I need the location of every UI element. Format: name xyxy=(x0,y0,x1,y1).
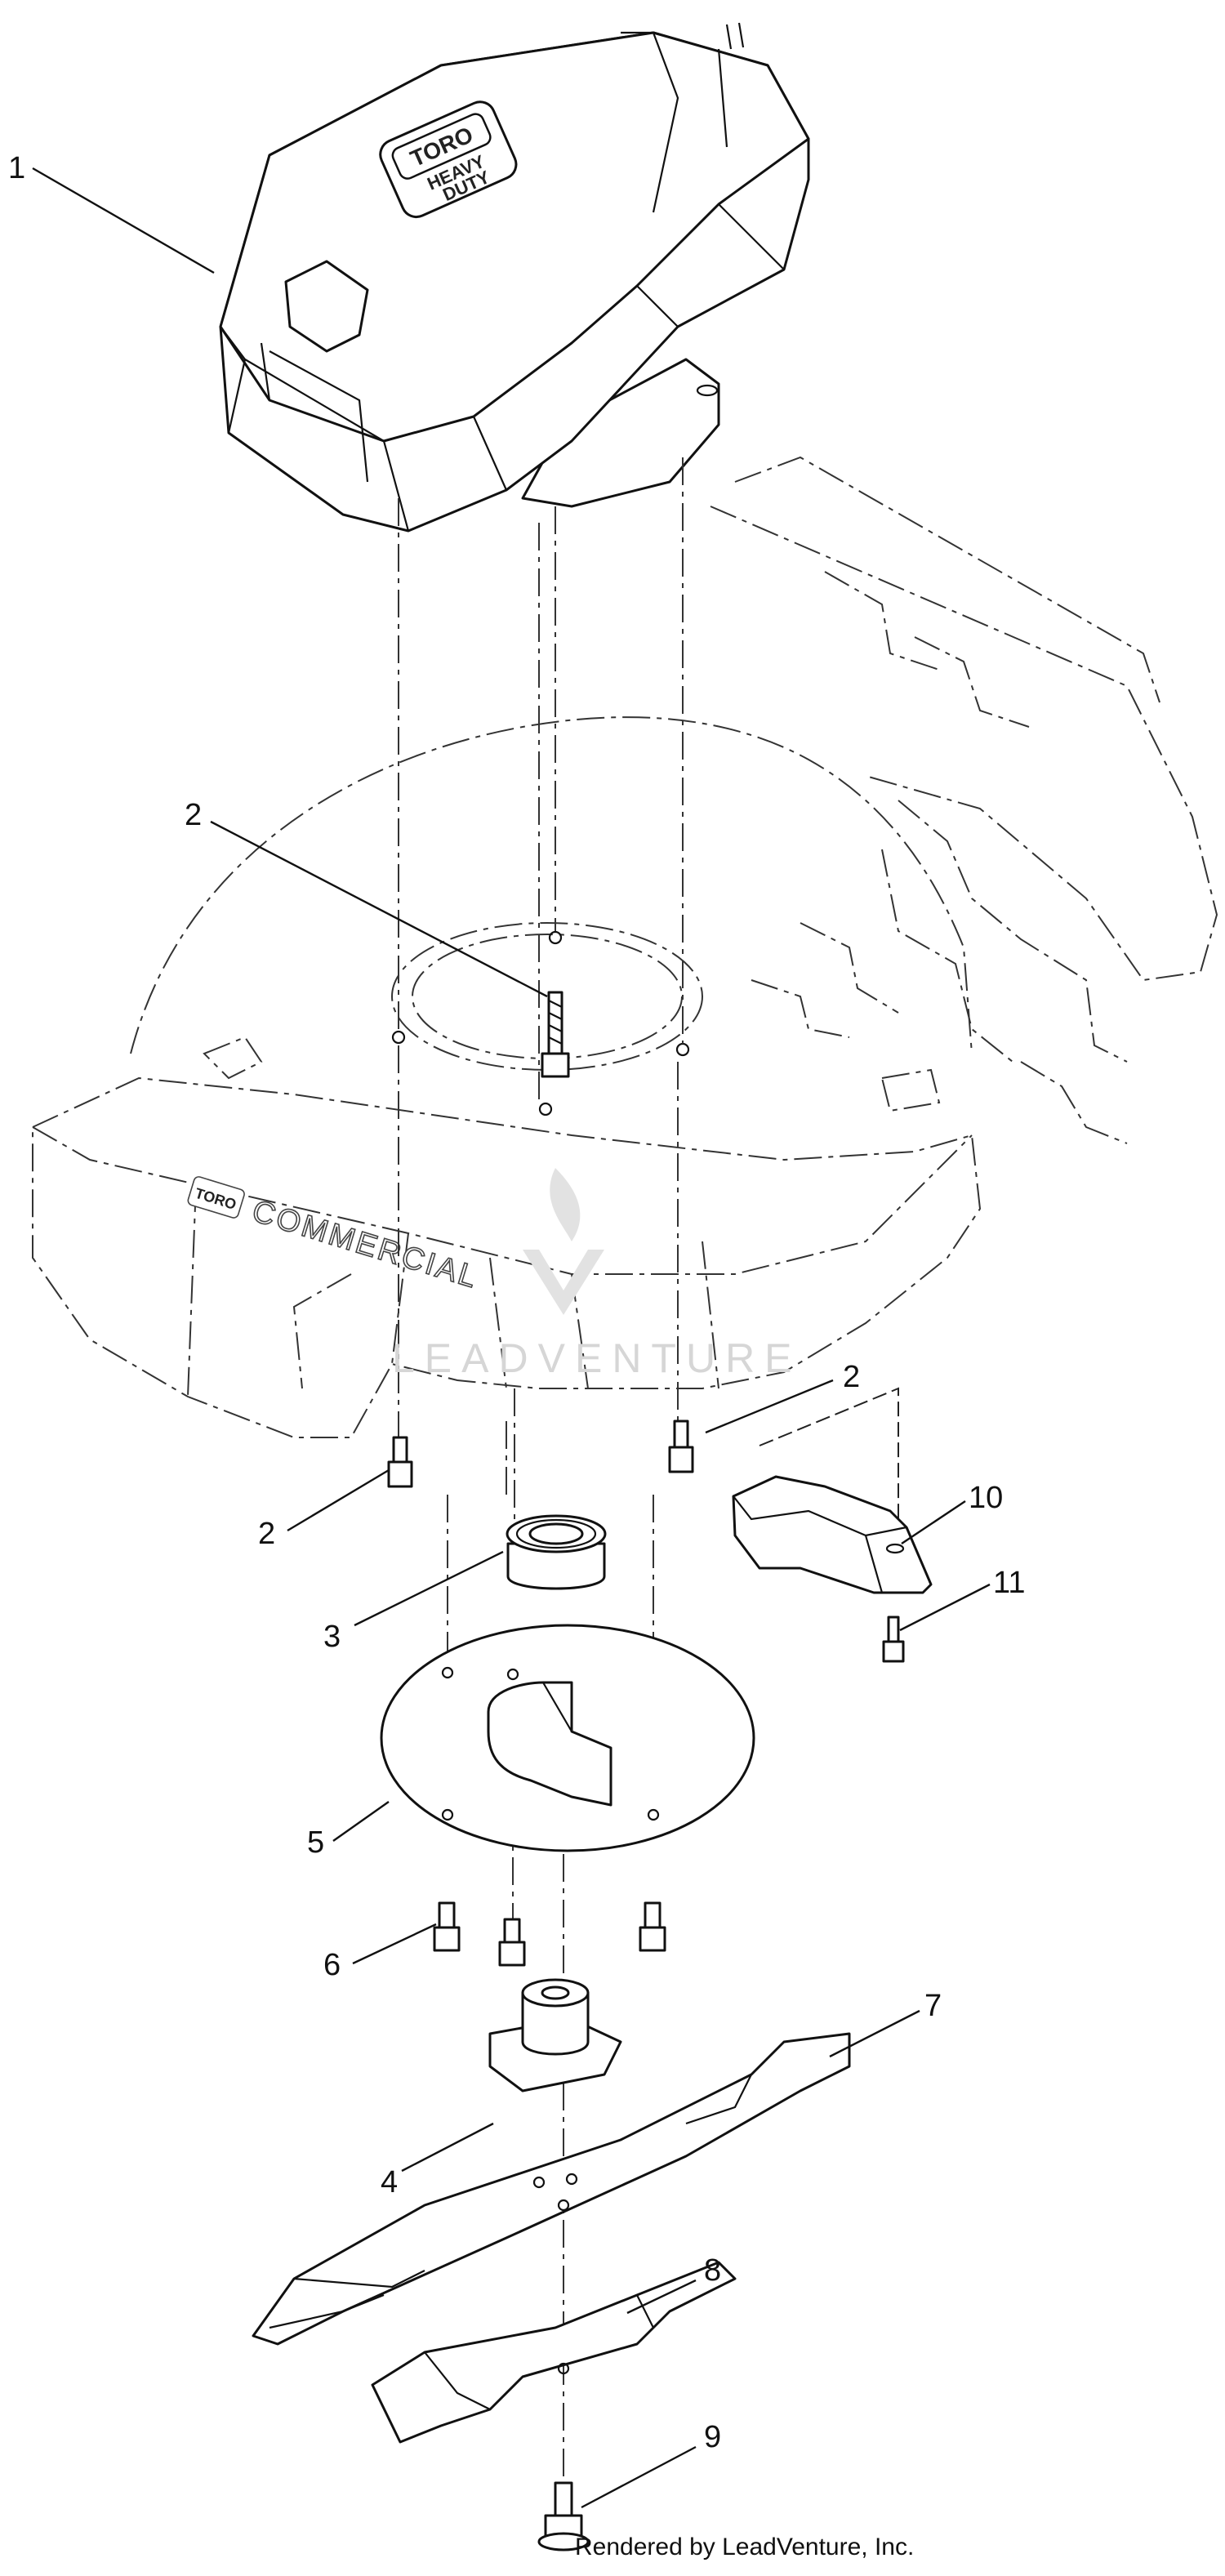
spacer-plate xyxy=(380,1624,755,1852)
deck-commercial-label: COMMERCIAL xyxy=(248,1194,483,1295)
callout-6: 6 xyxy=(323,1948,341,1982)
watermark-text: LEADVENTURE xyxy=(392,1335,802,1381)
callout-8: 8 xyxy=(704,2253,721,2288)
bolt-2-upper xyxy=(541,991,570,1078)
engine-cover: TORO HEAVY DUTY xyxy=(219,22,810,533)
mulching-blade xyxy=(371,2261,737,2444)
callout-numbers: 1 2 2 2 3 4 5 6 7 8 9 10 11 xyxy=(8,151,1025,2454)
callout-3: 3 xyxy=(323,1620,341,1654)
callout-4: 4 xyxy=(381,2165,398,2199)
footer-credit: Rendered by LeadVenture, Inc. xyxy=(575,2534,915,2560)
screw-11 xyxy=(882,1616,905,1663)
bolts-6 xyxy=(433,1901,666,1967)
callout-1: 1 xyxy=(8,151,25,185)
watermark: LEADVENTURE xyxy=(392,1168,802,1381)
blade-bolt xyxy=(537,2481,590,2551)
callout-9: 9 xyxy=(704,2420,721,2454)
bolt-2-right xyxy=(668,1419,694,1473)
callout-11: 11 xyxy=(993,1566,1025,1600)
bolt-2-left xyxy=(387,1436,413,1488)
callout-2-upper: 2 xyxy=(185,798,202,832)
callout-5: 5 xyxy=(307,1825,324,1860)
blade-adapter xyxy=(488,1978,622,2092)
mower-blade xyxy=(252,2032,851,2346)
callout-10: 10 xyxy=(969,1481,1003,1515)
callout-7: 7 xyxy=(924,1989,942,2023)
leader-lines xyxy=(32,167,991,2509)
bearing xyxy=(506,1514,607,1590)
mower-deck: TORO COMMERCIAL xyxy=(32,456,1218,1438)
callout-2-right: 2 xyxy=(843,1360,860,1394)
baffle xyxy=(732,1475,933,1594)
callout-2-left: 2 xyxy=(258,1517,275,1551)
